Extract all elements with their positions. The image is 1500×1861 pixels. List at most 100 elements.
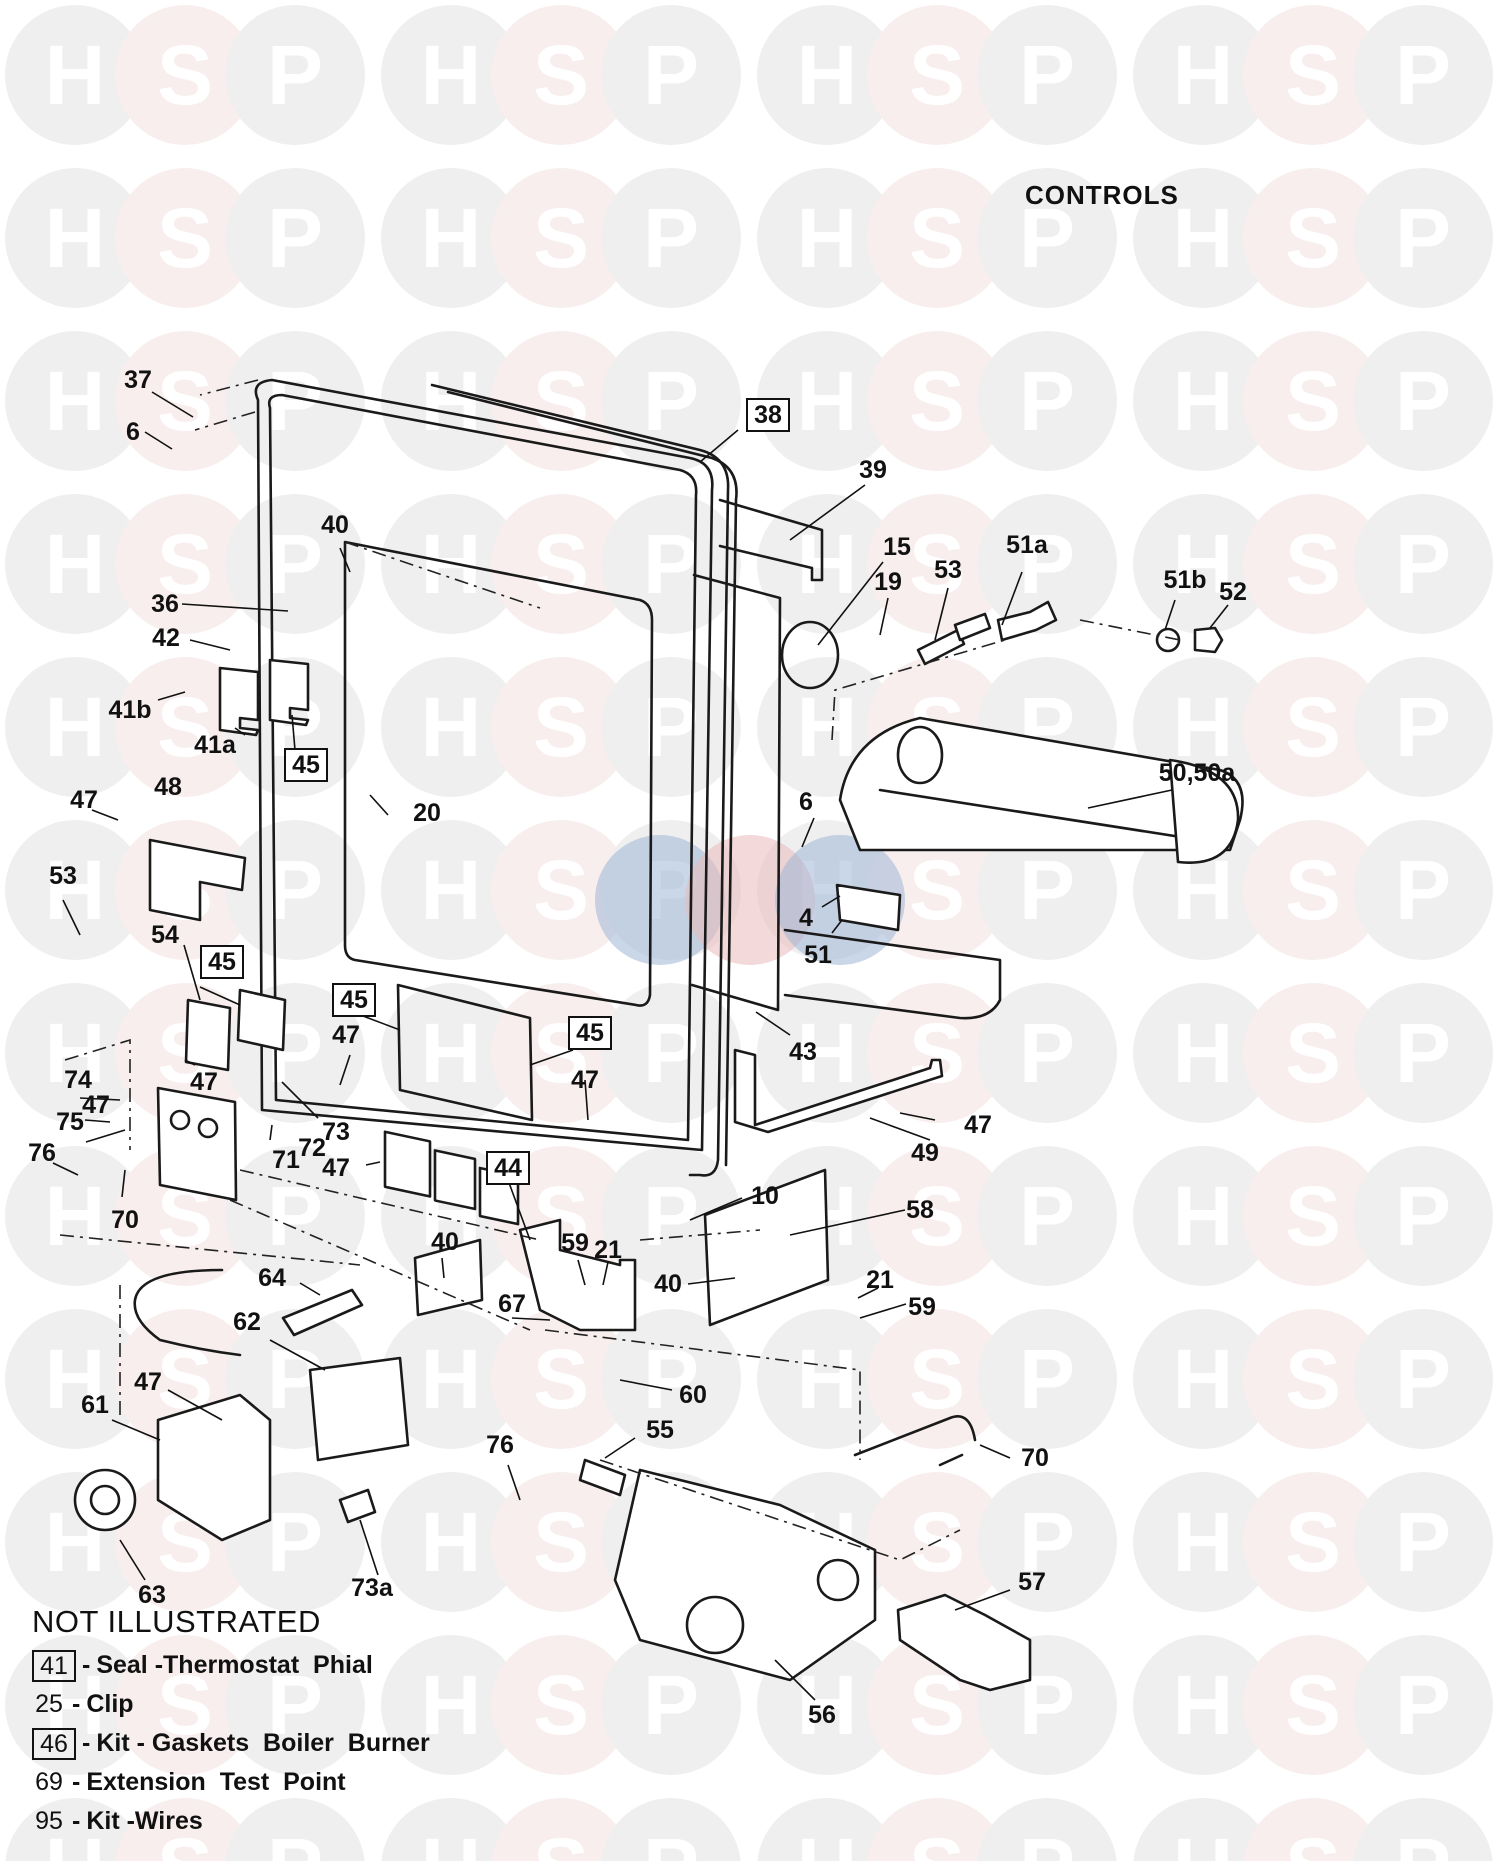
- watermark-circle-h: [757, 168, 897, 308]
- callout-51: 51: [804, 941, 832, 969]
- callout-label: 47: [134, 1368, 162, 1396]
- watermark-letter-p: P: [1019, 1169, 1075, 1263]
- callout-54: 54: [151, 921, 179, 949]
- watermark-letter-h: H: [1173, 680, 1234, 774]
- watermark-circle-p: [601, 983, 741, 1123]
- burner-tray: [783, 928, 1002, 1020]
- nut-51b: [1155, 627, 1181, 653]
- watermark-letter-h: H: [1173, 1495, 1234, 1589]
- injector-52: [1193, 626, 1224, 654]
- separator: -: [72, 1690, 81, 1718]
- callout-38: 38: [746, 398, 790, 432]
- watermark-circle-s: [1243, 1635, 1383, 1775]
- not-illustrated-item: 41-Seal -Thermostat Phial: [32, 1646, 430, 1685]
- bracket-60: [518, 1218, 637, 1332]
- watermark-circle-h: [757, 1798, 897, 1861]
- watermark-letter-s: S: [1285, 1495, 1341, 1589]
- watermark-circle-p: [977, 1798, 1117, 1861]
- callout-label: 41b: [108, 696, 151, 724]
- plate-58: [703, 1168, 830, 1327]
- watermark-circle-h: [5, 1309, 145, 1449]
- watermark-circle-s: [491, 1635, 631, 1775]
- watermark-circle-h: [1133, 331, 1273, 471]
- callout-76: 76: [28, 1139, 56, 1167]
- callout-62: 62: [233, 1308, 261, 1336]
- watermark-circle-p: [1353, 168, 1493, 308]
- watermark-circle-p: [1353, 1472, 1493, 1612]
- callout-label: 53: [934, 556, 962, 584]
- watermark-circle-p: [1353, 983, 1493, 1123]
- watermark-circle-s: [867, 168, 1007, 308]
- watermark-letter-s: S: [1285, 1821, 1341, 1861]
- callout-21: 21: [866, 1266, 894, 1294]
- callout-60: 60: [679, 1381, 707, 1409]
- watermark-letter-p: P: [267, 1169, 323, 1263]
- callout-47: 47: [964, 1111, 992, 1139]
- watermark-letter-h: H: [421, 354, 482, 448]
- watermark-letter-h: H: [797, 28, 858, 122]
- callout-label: 47: [190, 1068, 218, 1096]
- callout-43: 43: [789, 1038, 817, 1066]
- watermark-letter-p: P: [1395, 28, 1451, 122]
- watermark-circle-p: [1353, 1309, 1493, 1449]
- cock-57: [896, 1593, 1032, 1692]
- callout-label: 47: [70, 786, 98, 814]
- watermark-letter-h: H: [797, 1658, 858, 1752]
- callout-6: 6: [126, 418, 140, 446]
- callout-42: 42: [152, 624, 180, 652]
- callout-label: 10: [751, 1182, 779, 1210]
- callout-59: 59: [561, 1229, 589, 1257]
- watermark-letter-s: S: [1285, 1332, 1341, 1426]
- callout-53: 53: [49, 862, 77, 890]
- watermark-circle-p: [601, 1798, 741, 1861]
- callout-label: 72: [298, 1134, 326, 1162]
- callout-label: 38: [754, 401, 782, 429]
- callout-70: 70: [111, 1206, 139, 1234]
- part-description: Kit -Wires: [86, 1807, 203, 1835]
- callout-40: 40: [431, 1228, 459, 1256]
- callout-label: 60: [679, 1381, 707, 1409]
- watermark-letter-s: S: [157, 517, 213, 611]
- callout-36: 36: [151, 590, 179, 618]
- watermark-circle-s: [491, 657, 631, 797]
- watermark-circle-s: [115, 494, 255, 634]
- watermark-letter-s: S: [1285, 191, 1341, 285]
- callout-label: 50,50a: [1159, 759, 1237, 787]
- callout-72: 72: [298, 1134, 326, 1162]
- watermark-letter-p: P: [1395, 1495, 1451, 1589]
- watermark-circle-p: [977, 331, 1117, 471]
- callout-box: [332, 983, 376, 1017]
- watermark-letter-h: H: [797, 1821, 858, 1861]
- watermark-letter-s: S: [909, 1332, 965, 1426]
- callout-label: 73: [322, 1118, 350, 1146]
- callout-box: [284, 748, 328, 782]
- watermark-circle-h: [381, 983, 521, 1123]
- callout-label: 70: [1021, 1444, 1049, 1472]
- assembly-lines: [59, 379, 1181, 1561]
- watermark-letter-p: P: [1395, 517, 1451, 611]
- watermark-circle-s: [115, 5, 255, 145]
- watermark-circle-h: [757, 331, 897, 471]
- watermark-circle-s: [1243, 168, 1383, 308]
- watermark-letter-h: H: [45, 1169, 106, 1263]
- watermark-letter-s: S: [1285, 1006, 1341, 1100]
- callout-label: 4: [799, 904, 813, 932]
- callout-label: 20: [413, 799, 441, 827]
- front-panel-36: [254, 378, 714, 1152]
- burner-50-50a: [838, 716, 1244, 864]
- callout-45: 45: [568, 1016, 612, 1050]
- callout-label: 56: [808, 1701, 836, 1729]
- callout-label: 47: [82, 1091, 110, 1119]
- watermark-circle-h: [1133, 1309, 1273, 1449]
- watermark-letter-h: H: [45, 354, 106, 448]
- watermark-letter-h: H: [421, 1658, 482, 1752]
- watermark-circle-p: [225, 1798, 365, 1861]
- center-watermark-red-circle: [685, 835, 815, 965]
- watermark-letter-p: P: [1395, 1006, 1451, 1100]
- watermark-letter-h: H: [45, 517, 106, 611]
- watermark-letter-h: H: [45, 843, 106, 937]
- watermark-letter-p: P: [267, 28, 323, 122]
- not-illustrated-item: 46-Kit - Gaskets Boiler Burner: [32, 1724, 430, 1763]
- watermark-circle-s: [491, 5, 631, 145]
